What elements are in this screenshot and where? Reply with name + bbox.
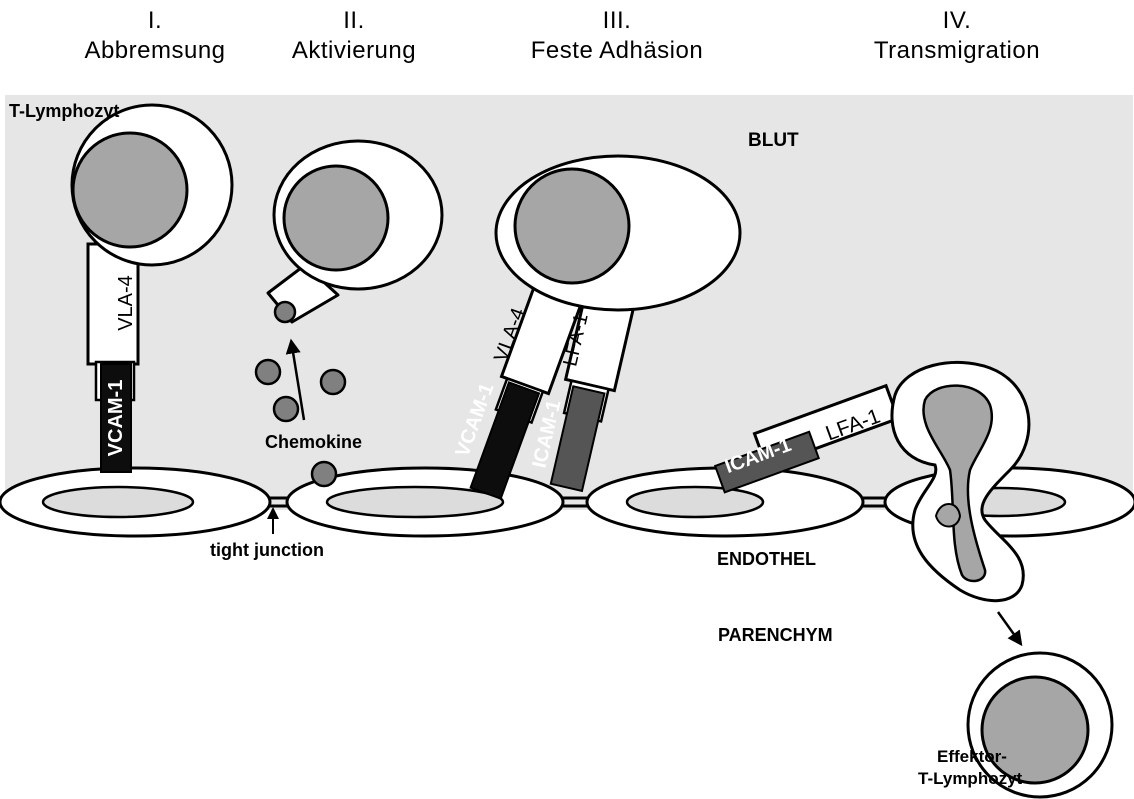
blut-label: BLUT (748, 130, 799, 151)
chemokine-label: Chemokine (265, 432, 362, 452)
vla4-stage1-label: VLA-4 (115, 275, 137, 331)
endothel-label: ENDOTHEL (717, 549, 816, 569)
vcam1-stage1-label: VCAM-1 (105, 380, 127, 457)
emigration-arrow (998, 612, 1018, 640)
effektor-label-line1: Effektor- (937, 747, 1007, 766)
parenchym-label: PARENCHYM (718, 625, 833, 645)
tight-junction-label: tight junction (210, 540, 324, 560)
t-lymphozyt-label: T-Lymphozyt (9, 101, 119, 121)
effektor-label-line2: T-Lymphozyt (918, 769, 1023, 788)
